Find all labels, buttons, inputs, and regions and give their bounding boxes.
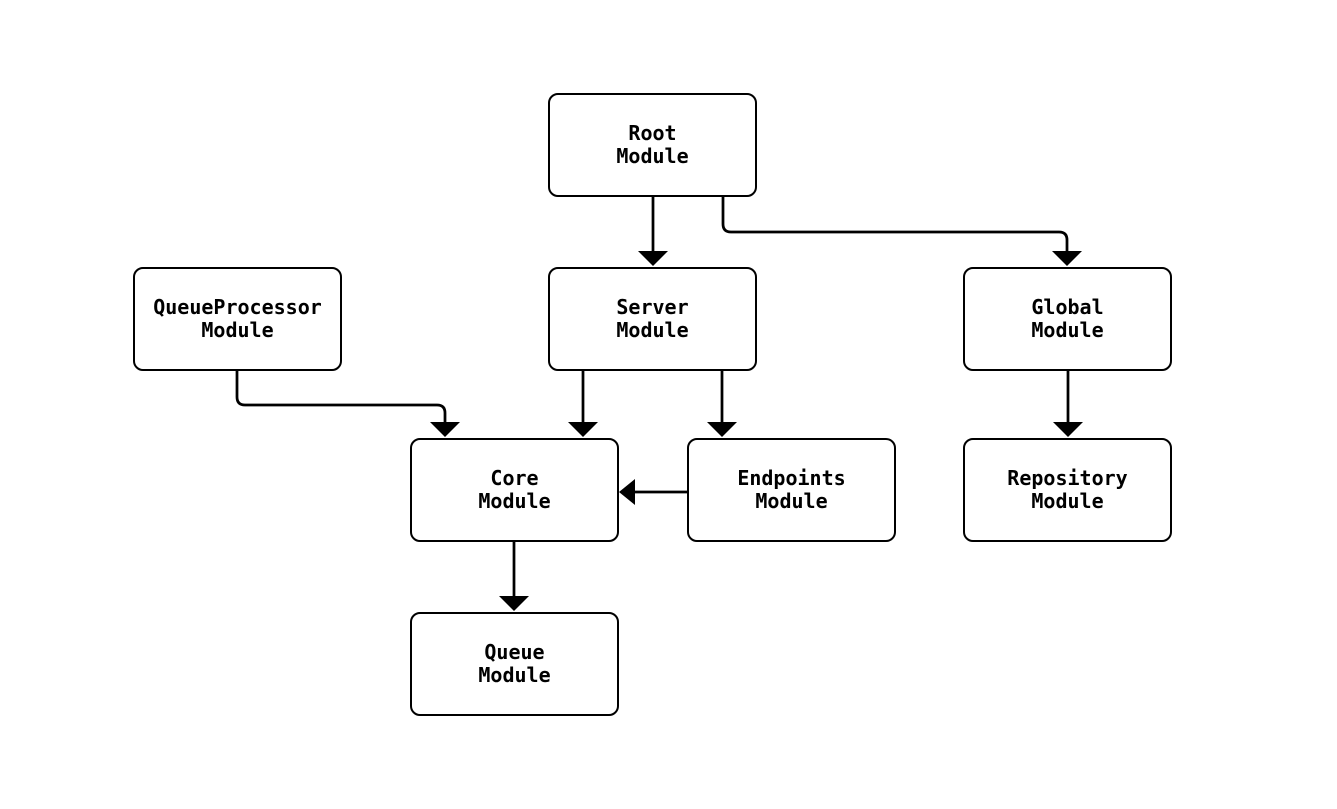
node-label-line1: Queue bbox=[484, 640, 545, 664]
node-label-line1: Repository bbox=[1007, 466, 1128, 490]
node-label-line2: Module bbox=[755, 489, 828, 513]
edge-server-to-endpoints bbox=[707, 371, 737, 437]
edge-queueprocessor-to-core bbox=[235, 371, 460, 437]
node-label-line2: Module bbox=[1031, 489, 1104, 513]
node-label-line1: Endpoints bbox=[737, 466, 846, 490]
arrowhead-down-icon bbox=[638, 251, 668, 266]
arrowhead-down-icon bbox=[1053, 422, 1083, 437]
node-label-line2: Module bbox=[1031, 318, 1104, 342]
node-server-module: Server Module bbox=[548, 267, 757, 371]
edge-server-to-core bbox=[568, 371, 598, 437]
node-label-line1: QueueProcessor bbox=[153, 295, 322, 319]
node-label-line2: Module bbox=[478, 489, 551, 513]
node-label-line2: Module bbox=[616, 144, 689, 168]
node-root-module: Root Module bbox=[548, 93, 757, 197]
node-label-line2: Module bbox=[201, 318, 274, 342]
edge-root-to-server bbox=[638, 197, 668, 266]
node-queueprocessor-module: QueueProcessor Module bbox=[133, 267, 342, 371]
node-endpoints-module: Endpoints Module bbox=[687, 438, 896, 542]
node-label-line2: Module bbox=[616, 318, 689, 342]
node-label-line1: Core bbox=[490, 466, 539, 490]
arrowhead-left-icon bbox=[619, 479, 635, 505]
arrowhead-down-icon bbox=[430, 422, 460, 437]
node-label-line1: Global bbox=[1031, 295, 1104, 319]
node-label-line1: Server bbox=[616, 295, 689, 319]
arrowhead-down-icon bbox=[707, 422, 737, 437]
edge-global-to-repository bbox=[1053, 371, 1083, 437]
node-repository-module: Repository Module bbox=[963, 438, 1172, 542]
node-label-line1: Root bbox=[628, 121, 677, 145]
edge-core-to-queue bbox=[499, 542, 529, 611]
arrowhead-down-icon bbox=[1052, 251, 1082, 266]
node-global-module: Global Module bbox=[963, 267, 1172, 371]
arrowhead-down-icon bbox=[568, 422, 598, 437]
edge-endpoints-to-core bbox=[619, 479, 687, 505]
node-queue-module: Queue Module bbox=[410, 612, 619, 716]
node-label-line2: Module bbox=[478, 663, 551, 687]
arrowhead-down-icon bbox=[499, 596, 529, 611]
node-core-module: Core Module bbox=[410, 438, 619, 542]
edge-root-to-global bbox=[721, 197, 1082, 266]
